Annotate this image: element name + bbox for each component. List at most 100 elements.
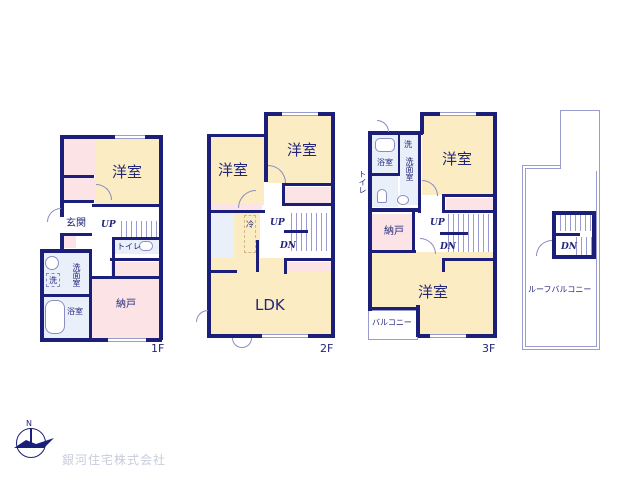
closet-1f-c [111, 262, 159, 276]
wall [207, 210, 265, 213]
wall [442, 194, 445, 212]
wall [207, 134, 211, 337]
room-storage-1f [91, 278, 161, 338]
label-wash-1f: 洗 [49, 276, 57, 285]
label-dn-2f: DN [280, 241, 297, 251]
washer-icon [46, 273, 60, 287]
wall [60, 135, 163, 139]
sink-icon [45, 256, 59, 270]
stairs-1f [117, 221, 158, 237]
wall [92, 204, 162, 207]
wall [282, 203, 334, 206]
wall [368, 131, 423, 135]
roof-notch-cover [561, 165, 597, 171]
wall [370, 250, 416, 253]
wall [442, 194, 496, 197]
label-storage-1f: 納戸 [116, 299, 136, 310]
wall [284, 258, 334, 261]
label-western-room-2f-left: 洋室 [218, 161, 249, 179]
wall [331, 112, 335, 337]
floor-label-2f: 2F [320, 342, 334, 355]
label-toilet-1f: トイレ [117, 242, 141, 251]
window [115, 135, 145, 139]
room-western-3f-bottom [372, 252, 494, 307]
label-storage-3f: 納戸 [384, 226, 404, 237]
bathtub-icon [375, 138, 395, 152]
wall [282, 183, 334, 186]
label-dn-roof: DN [561, 242, 578, 252]
label-bathroom-3f: 浴室 [377, 158, 393, 167]
wall [440, 232, 468, 235]
wall [556, 233, 580, 236]
room-western-3f-bottom-ext [418, 305, 494, 335]
fridge-icon [244, 215, 256, 253]
washroom-3f [400, 135, 420, 205]
label-roof-balcony: ルーフバルコニー [528, 285, 592, 294]
label-western-room-1f: 洋室 [112, 163, 143, 181]
label-fridge-2f: 冷 [246, 220, 254, 229]
label-washroom-1f: 洗面室 [72, 263, 81, 287]
bathtub-icon [45, 300, 65, 334]
label-ldk-2f: LDK [255, 296, 285, 314]
wall [284, 258, 287, 274]
window [108, 338, 146, 342]
label-entrance-1f: 玄関 [66, 218, 86, 229]
toilet-icon [139, 241, 153, 251]
wall [256, 240, 259, 272]
balcony-3f [368, 310, 418, 340]
entrance-door [47, 208, 61, 222]
compass-needle [30, 428, 32, 448]
label-up-1f: UP [101, 220, 116, 230]
wall [89, 249, 92, 341]
wall [368, 307, 418, 310]
closet-2f-b [285, 187, 331, 203]
label-wash-3f: 洗 [404, 140, 412, 149]
label-up-3f: UP [430, 218, 445, 228]
roof-stairs-upper [556, 215, 592, 231]
wall [90, 276, 160, 279]
window [440, 112, 476, 116]
label-western-room-3f-top: 洋室 [442, 150, 473, 168]
wall [398, 133, 400, 175]
wall [159, 135, 163, 340]
wall [368, 131, 372, 311]
wall [412, 212, 415, 252]
closet-2f-c [287, 262, 332, 272]
toilet-icon [377, 189, 387, 203]
label-western-room-3f-bottom: 洋室 [418, 283, 449, 301]
label-toilet-3f: トイレ [358, 170, 367, 194]
wall [112, 237, 160, 240]
wall [110, 258, 160, 261]
wall [370, 208, 420, 212]
label-washroom-3f: 洗面室 [405, 157, 414, 181]
wall [40, 249, 92, 253]
window [430, 334, 466, 338]
label-bathroom-1f: 浴室 [67, 307, 83, 316]
roof-balcony-notch [560, 110, 600, 168]
label-dn-3f: DN [440, 242, 457, 252]
wall [416, 305, 420, 337]
company-name: 銀河住宅株式会社 [62, 453, 167, 467]
wall [442, 258, 445, 272]
small-closet-1f [62, 236, 76, 248]
label-balcony-3f: バルコニー [372, 318, 412, 327]
closet-1f-a [62, 138, 95, 175]
wall [207, 270, 237, 273]
room-western-2f-left [210, 137, 264, 205]
sink-icon [397, 195, 409, 205]
wall [418, 133, 421, 213]
bay-door [232, 338, 252, 348]
wall [442, 258, 496, 261]
door-swing [196, 310, 208, 322]
wall [60, 233, 64, 251]
room-storage-3f [372, 214, 414, 250]
wall [264, 112, 268, 182]
wall [420, 112, 424, 134]
window [282, 112, 318, 116]
wall [370, 173, 400, 176]
closet-2f-a [210, 203, 264, 211]
wall [62, 175, 94, 178]
floor-label-3f: 3F [482, 342, 496, 355]
wall [442, 210, 496, 213]
wall [282, 183, 285, 205]
